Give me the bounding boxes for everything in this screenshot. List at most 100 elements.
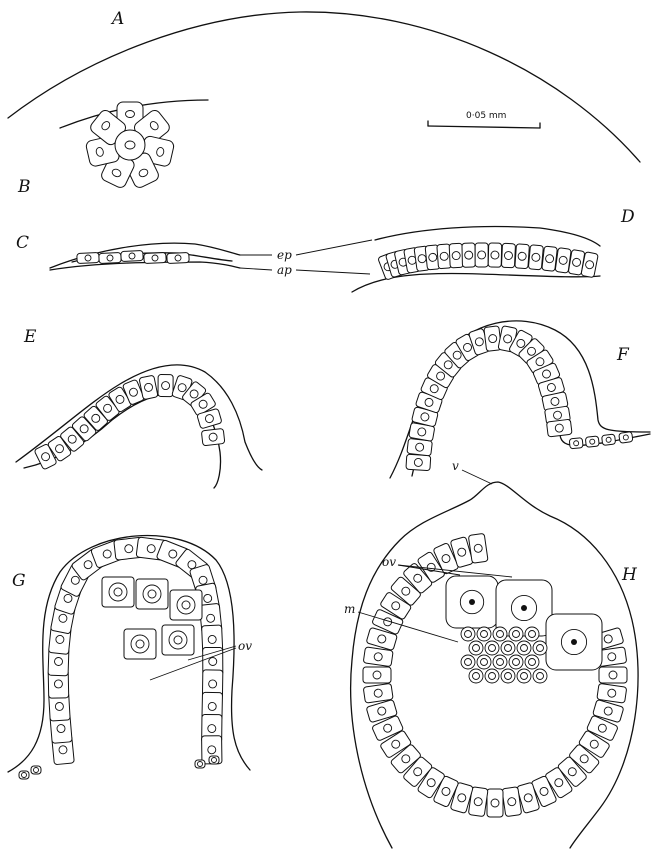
mesoderm-nucleus (505, 645, 512, 652)
mesoderm-nucleus (473, 673, 480, 680)
nucleus (59, 745, 68, 754)
nucleus (428, 253, 437, 262)
nucleus (208, 635, 216, 643)
nucleus (609, 671, 617, 679)
cell (462, 243, 476, 267)
ovum (496, 580, 552, 636)
cell (195, 760, 205, 768)
g-label-ov: ov (238, 639, 252, 653)
mesoderm-nucleus (529, 659, 536, 666)
label-ap: ap (277, 263, 292, 277)
cell (209, 756, 219, 764)
nucleus (208, 725, 216, 733)
cell (468, 533, 488, 563)
panel-h-label: H (621, 565, 638, 585)
mesoderm-nucleus (497, 659, 504, 666)
cell (515, 244, 530, 269)
panel-e-label: E (23, 327, 37, 347)
panel-b-rosette (85, 102, 175, 189)
nucleus (623, 435, 629, 441)
nucleus (452, 251, 460, 259)
nucleus (590, 439, 596, 445)
nucleus (198, 762, 203, 767)
cell (501, 243, 515, 268)
nucleus (415, 443, 424, 452)
mesoderm-nucleus (537, 645, 544, 652)
cell (487, 789, 503, 817)
nucleus (478, 251, 486, 259)
cell (449, 243, 463, 268)
mesoderm-nucleus (489, 673, 496, 680)
mesoderm-nucleus (513, 659, 520, 666)
mesoderm-nucleus (481, 631, 488, 638)
mesoderm-nucleus (521, 645, 528, 652)
nucleolus (114, 588, 122, 596)
cell (124, 629, 156, 659)
cell (599, 667, 627, 683)
panel-f-label: F (616, 345, 630, 365)
nucleus (22, 773, 27, 778)
nucleus (488, 334, 497, 343)
mesoderm-nucleus (465, 631, 472, 638)
scale-bar: 0·05 mm (428, 111, 540, 128)
nucleus (152, 255, 158, 261)
mesoderm-nucleus (537, 673, 544, 680)
nucleus (162, 382, 170, 390)
nucleolus (174, 636, 182, 644)
nucleolus (136, 640, 144, 648)
nucleus (545, 254, 554, 263)
cell (597, 683, 627, 703)
cell (167, 252, 189, 263)
nucleus (34, 768, 39, 773)
mesoderm-nucleus (513, 631, 520, 638)
nucleus (129, 253, 135, 259)
mesoderm-nucleus (497, 631, 504, 638)
cell (546, 419, 572, 437)
mesoderm-nucleus (505, 673, 512, 680)
nucleus (208, 746, 216, 754)
mesoderm-nucleus (481, 659, 488, 666)
nucleus (107, 255, 113, 261)
nucleus (212, 758, 217, 763)
nucleus (126, 111, 135, 118)
h-label-ov: ov (382, 555, 396, 569)
h-label-m: m (344, 602, 355, 616)
panel-h-cells (363, 533, 627, 817)
nucleus (373, 671, 381, 679)
ovum-nucleolus (469, 599, 475, 605)
ovum (546, 614, 602, 670)
nucleus (57, 724, 66, 733)
nucleus (208, 702, 216, 710)
panel-a-label: A (110, 9, 124, 29)
nucleus (124, 544, 133, 553)
scale-bar-label: 0·05 mm (466, 111, 506, 121)
mesoderm-nucleus (465, 659, 472, 666)
nucleolus (148, 590, 156, 598)
nucleus (209, 680, 217, 688)
nucleus (55, 702, 63, 710)
nucleus (573, 441, 578, 446)
h-label-v: v (452, 459, 459, 473)
mesoderm-nucleus (521, 673, 528, 680)
cell (602, 434, 616, 446)
panel-h: v ov m H (344, 459, 638, 848)
cell (201, 428, 225, 445)
nucleus (209, 657, 217, 665)
cell (363, 683, 393, 703)
panel-d-label: D (620, 207, 635, 227)
nucleus (147, 544, 156, 553)
nucleus (504, 251, 512, 259)
ovum-nucleolus (521, 605, 527, 611)
panel-f-cells (406, 326, 633, 471)
nucleus (209, 433, 218, 442)
cell (144, 252, 166, 263)
nucleus (54, 657, 62, 665)
nucleus (85, 255, 91, 261)
mesoderm-nucleus (473, 645, 480, 652)
cell (585, 436, 599, 447)
nucleus (55, 635, 64, 644)
cell (121, 250, 143, 261)
nucleolus (182, 601, 190, 609)
panel-f: F (390, 321, 650, 478)
